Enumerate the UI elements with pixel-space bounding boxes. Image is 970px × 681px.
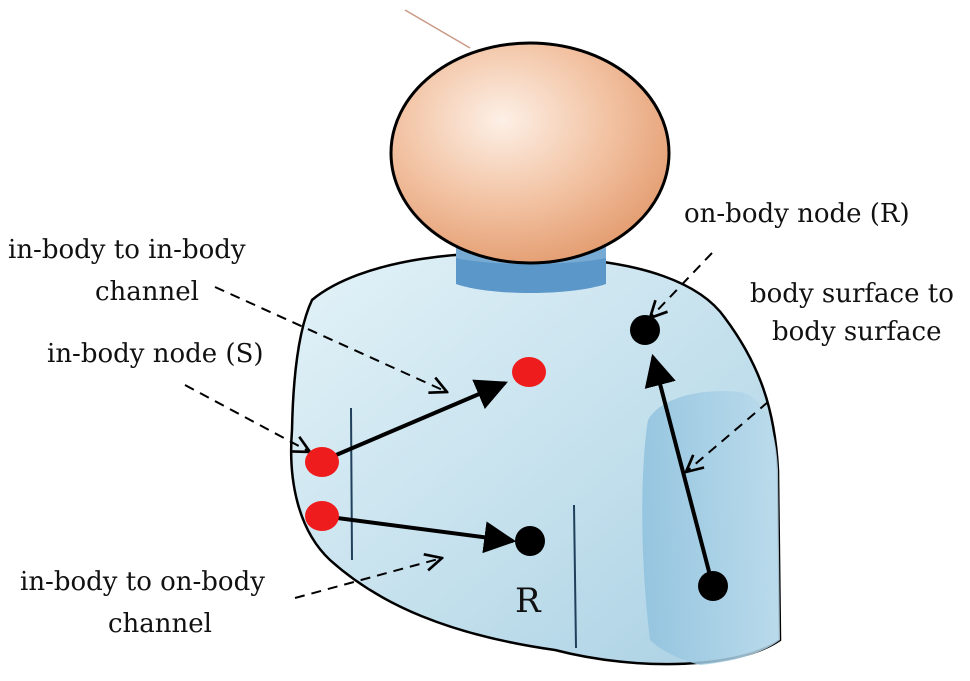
in-body-node-target	[512, 357, 546, 387]
on-body-node-side	[698, 571, 728, 601]
label-body-surface-2: body surface	[772, 317, 941, 347]
on-body-node-chest	[515, 526, 545, 556]
label-in-body-to-in-body-2: channel	[95, 277, 199, 307]
label-on-body-node: on-body node (R)	[684, 199, 910, 229]
label-in-body-node: in-body node (S)	[47, 339, 264, 369]
label-body-surface-1: body surface to	[750, 279, 954, 309]
on-body-node-shoulder	[630, 315, 660, 345]
top-stray-line	[405, 10, 470, 48]
in-body-node-upper	[305, 447, 339, 477]
label-in-body-to-on-body-1: in-body to on-body	[20, 567, 265, 597]
in-body-node-lower	[305, 501, 339, 531]
label-receiver: R	[515, 581, 542, 621]
head	[391, 43, 669, 263]
label-in-body-to-on-body-2: channel	[108, 609, 212, 639]
label-in-body-to-in-body-1: in-body to in-body	[8, 235, 246, 265]
